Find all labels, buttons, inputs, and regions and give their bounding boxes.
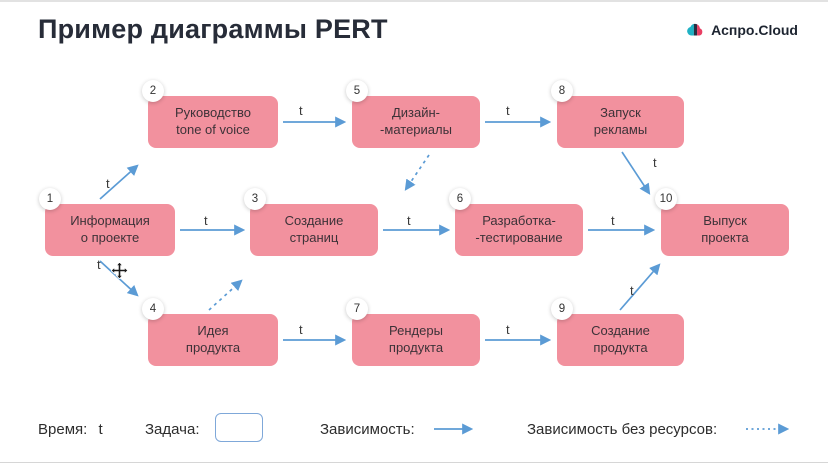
task-node-4: 4 Идея продукта <box>142 298 278 366</box>
task-label: Создание страниц <box>284 213 344 245</box>
task-label: Запуск рекламы <box>593 105 648 137</box>
legend-dependency-label: Зависимость: <box>320 421 415 438</box>
task-label: Выпуск проекта <box>701 213 749 245</box>
task-node-3: 3 Создание страниц <box>244 188 378 256</box>
aspro-cloud-icon <box>687 23 703 36</box>
time-label-3-6: t <box>407 213 411 228</box>
node-number-badge: 9 <box>551 298 573 320</box>
node-number-badge: 5 <box>346 80 368 102</box>
node-number-badge: 3 <box>244 188 266 210</box>
task-label: Рендеры продукта <box>388 323 444 355</box>
time-label-9-10: t <box>630 283 634 298</box>
time-label-1-2: t <box>106 176 110 191</box>
time-label-7-9: t <box>506 322 510 337</box>
dashed-arrow-4-3 <box>208 279 243 311</box>
bottom-divider <box>0 462 828 463</box>
node-number-badge: 1 <box>39 188 61 210</box>
brand-logo: Аспро.Cloud <box>686 22 798 38</box>
task-node-2: 2 Руководство tone of voice <box>142 80 278 148</box>
node-number-badge: 2 <box>142 80 164 102</box>
time-label-6-10: t <box>611 213 615 228</box>
node-number-badge: 6 <box>449 188 471 210</box>
task-label: Создание продукта <box>591 323 650 355</box>
brand-name: Аспро.Cloud <box>711 22 798 38</box>
task-node-8: 8 Запуск рекламы <box>551 80 684 148</box>
node-number-badge: 10 <box>655 188 677 210</box>
task-label: Идея продукта <box>185 323 241 355</box>
task-node-7: 7 Рендеры продукта <box>346 298 480 366</box>
task-label: Разработка- -тестирование <box>475 213 563 245</box>
node-number-badge: 7 <box>346 298 368 320</box>
legend-task-box <box>215 413 263 442</box>
node-number-badge: 8 <box>551 80 573 102</box>
task-node-10: 10 Выпуск проекта <box>655 188 789 256</box>
time-label-1-3: t <box>204 213 208 228</box>
task-node-6: 6 Разработка- -тестирование <box>449 188 583 256</box>
legend-solid-arrow <box>434 423 474 435</box>
page-title: Пример диаграммы PERT <box>38 14 388 44</box>
legend-task-label: Задача: <box>145 421 200 438</box>
top-divider <box>0 0 828 2</box>
task-node-5: 5 Дизайн- -материалы <box>346 80 480 148</box>
legend-time-label: Время: t <box>38 421 103 438</box>
time-label-1-4: t <box>97 257 101 272</box>
task-label: Руководство tone of voice <box>175 105 251 137</box>
time-label-4-7: t <box>299 322 303 337</box>
arrow-8-10 <box>621 151 651 195</box>
task-node-1: 1 Информация о проекте <box>39 188 175 256</box>
dashed-arrow-5-3 <box>404 154 430 191</box>
legend-dashed-arrow <box>746 423 790 435</box>
task-node-9: 9 Создание продукта <box>551 298 684 366</box>
move-cursor-icon <box>111 262 128 279</box>
time-label-5-8: t <box>506 103 510 118</box>
time-label-2-5: t <box>299 103 303 118</box>
legend-time-text: Время: <box>38 421 88 438</box>
arrow-9-10 <box>619 263 661 311</box>
node-number-badge: 4 <box>142 298 164 320</box>
task-label: Информация о проекте <box>70 213 150 245</box>
legend-dependency-no-resources-label: Зависимость без ресурсов: <box>527 421 718 438</box>
time-label-8-10: t <box>653 155 657 170</box>
legend-time-symbol: t <box>98 421 103 438</box>
task-label: Дизайн- -материалы <box>380 105 452 137</box>
